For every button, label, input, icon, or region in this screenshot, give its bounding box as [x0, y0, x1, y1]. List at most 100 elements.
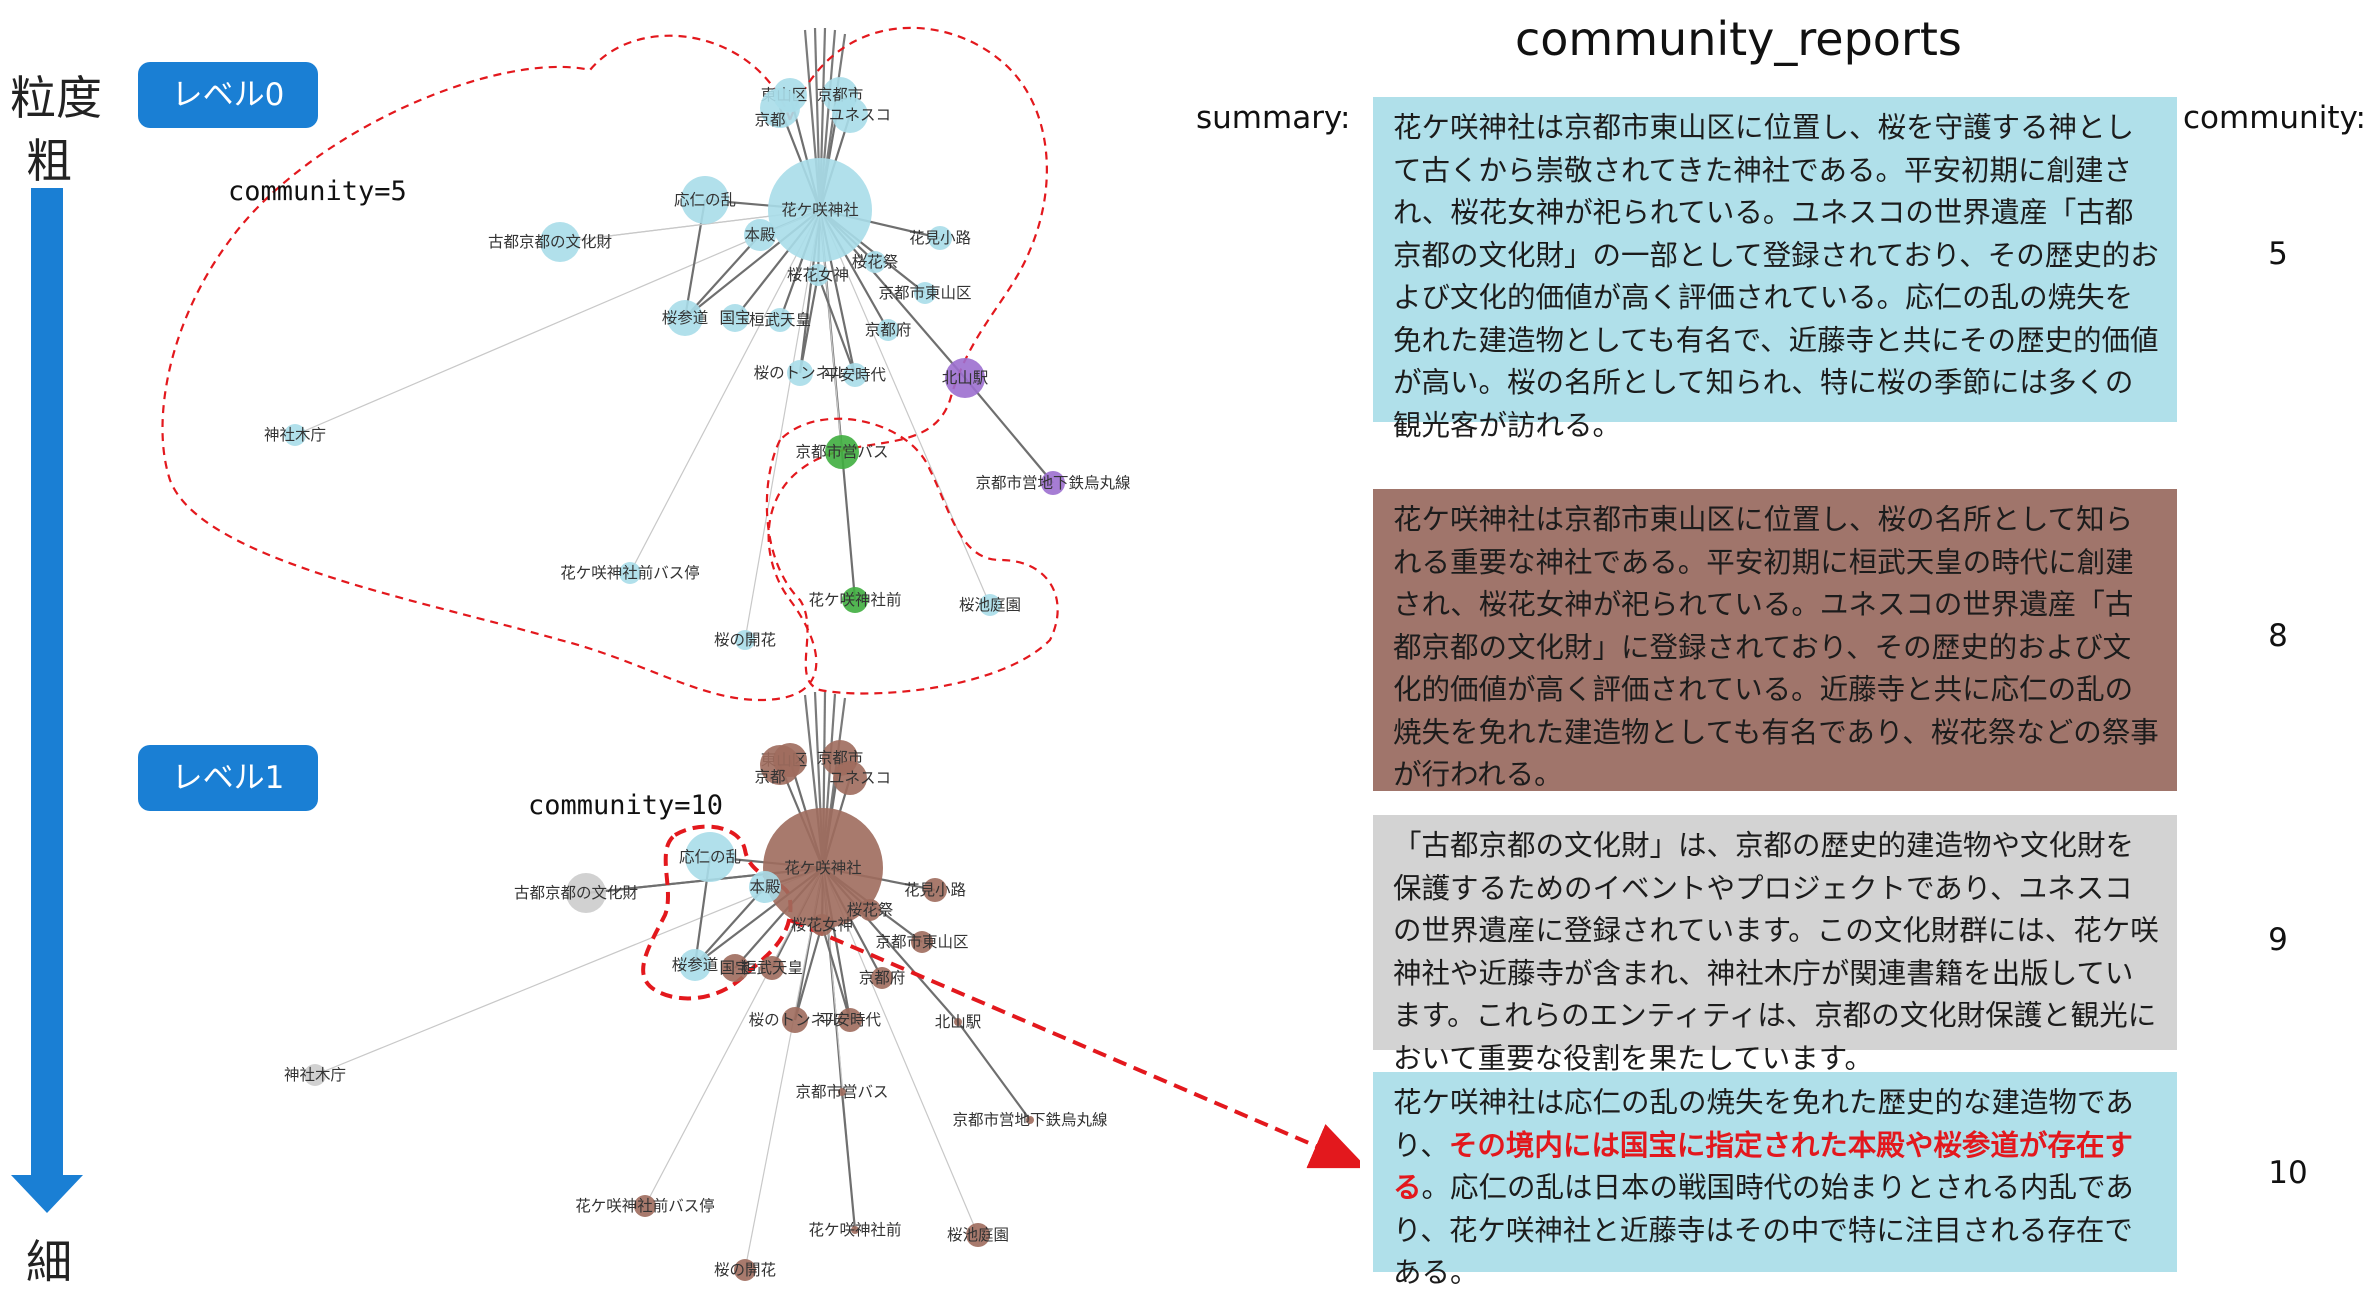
level0-node-label: 国宝 [719, 309, 750, 327]
level0-node [945, 358, 985, 398]
level0-edge [744, 209, 821, 641]
level1-edge [744, 867, 824, 1271]
level1-node-label: 桓武天皇 [741, 959, 803, 977]
level0-node-label: 平安時代 [824, 366, 887, 384]
level1-node-label: 古都京都の文化財 [514, 884, 638, 902]
reports-title: community_reports [1515, 12, 1962, 66]
level-1-badge: レベル1 [138, 745, 318, 811]
level0-node [787, 360, 813, 386]
community-number-9: 9 [2268, 922, 2288, 958]
level0-node [914, 282, 936, 304]
granularity-label: 粒度 [10, 71, 102, 125]
level0-node [760, 88, 800, 128]
level0-node-label: 京都市営バス [795, 443, 888, 461]
level1-node-label: 桜のトンネル [749, 1011, 842, 1029]
level0-edge [684, 234, 761, 319]
level1-edge [822, 867, 979, 1236]
report-box-9: 「古都京都の文化財」は、京都の歴史的建造物や文化財を保護するためのイベントやプロ… [1373, 815, 2177, 1075]
level0-node-label: 桜池庭園 [959, 596, 1021, 614]
level0-node [1041, 471, 1065, 495]
level0-edge [840, 451, 857, 601]
level1-node [966, 1223, 990, 1247]
level0-node-label: 北山駅 [942, 369, 989, 387]
level1-node-label: 花ケ咲神社前 [808, 1221, 901, 1239]
level1-node-label: 桜花祭 [847, 901, 894, 919]
level1-edge [793, 924, 824, 1021]
level1-node [763, 808, 883, 928]
report-summary-5: 花ケ咲神社は京都市東山区に位置し、桜を守護する神として古くから崇敬されてきた神社… [1393, 111, 2159, 442]
granularity-arrow-head [11, 1175, 83, 1213]
level1-node [760, 745, 800, 785]
level1-node [566, 873, 606, 913]
level1-edge [644, 867, 824, 1207]
level1-node [734, 1259, 756, 1281]
graph-diagram: 東山区京都市京都ユネスコ花ケ咲神社応仁の乱本殿古都京都の文化財花見小路桜花祭桜花… [161, 26, 1360, 1281]
level1-node-label: 北山駅 [935, 1013, 982, 1031]
level0-node [843, 363, 867, 387]
level0-node [877, 319, 899, 341]
community-5-tag: community=5 [228, 176, 407, 207]
level0-node-label: 花ケ咲神社 [781, 201, 859, 219]
level1-edge [314, 867, 824, 1076]
level1-edge [820, 924, 852, 1021]
level0-node-label: 神社木庁 [264, 426, 326, 444]
level0-node [735, 630, 755, 650]
level1-node [871, 967, 893, 989]
level1-node [838, 1008, 862, 1032]
level0-node [825, 435, 859, 469]
level1-node-label: 神社木庁 [284, 1066, 346, 1084]
level0-node [744, 219, 776, 251]
level1-node [911, 931, 933, 953]
level0-node-label: 京都市東山区 [878, 284, 971, 302]
level1-node-label: 花ケ咲神社前バス停 [575, 1197, 715, 1215]
level0-node-label: ユネスコ [829, 106, 891, 124]
level0-node [667, 300, 703, 336]
level1-node-label: ユネスコ [829, 769, 891, 787]
report-summary-9: 「古都京都の文化財」は、京都の歴史的建造物や文化財を保護するためのイベントやプロ… [1393, 829, 2159, 1075]
level1-node-label: 京都市営地下鉄烏丸線 [952, 1111, 1107, 1129]
level0-edge [819, 209, 991, 606]
reference-arrow [789, 918, 1360, 1169]
level0-node [928, 226, 952, 250]
level0-node [979, 594, 1001, 616]
level1-node [685, 832, 735, 882]
level0-node-label: 桜のトンネル [754, 364, 847, 382]
community-10-outline [641, 824, 793, 1001]
level0-node [540, 222, 580, 262]
level0-node-label: 桜花祭 [852, 253, 899, 271]
level0-node-label: 京都市営地下鉄烏丸線 [975, 474, 1130, 492]
level1-node-label: 桜参道 [672, 956, 719, 974]
report-box-8: 花ケ咲神社は京都市東山区に位置し、桜の名所として知られる重要な神社である。平安初… [1373, 489, 2177, 791]
level-0-badge: レベル0 [138, 62, 318, 128]
report-box-10: 花ケ咲神社は応仁の乱の焼失を免れた歴史的な建造物であり、その境内には国宝に指定さ… [1373, 1072, 2177, 1289]
level0-node-label: 桜の開花 [714, 631, 776, 649]
fine-label: 細 [26, 1235, 72, 1289]
level0-node-label: 桜花女神 [787, 265, 849, 284]
level0-node [721, 304, 749, 332]
level0-node [768, 308, 792, 332]
level0-node-label: 京都府 [865, 321, 912, 339]
community-header: community: [2183, 100, 2367, 136]
summary-header: summary: [1196, 100, 1351, 136]
level0-edge [629, 209, 821, 574]
level0-node-label: 応仁の乱 [674, 191, 736, 209]
level1-node [838, 1088, 846, 1096]
report-10-highlight: その境内には国宝に指定された本殿や桜参道が存在する [1393, 1128, 2133, 1205]
level1-node [760, 956, 784, 980]
level0-edge [816, 274, 857, 376]
report-10-text-a: 花ケ咲神社は応仁の乱の焼失を免れた歴史的な建造物であり、 [1393, 1086, 2134, 1162]
community-10-tag: community=10 [528, 790, 724, 821]
coarse-label: 粗 [26, 134, 72, 188]
community-bus-outline [765, 417, 1059, 695]
level0-edge [294, 209, 821, 436]
level0-node-label: 本殿 [744, 226, 775, 244]
level0-edge [964, 377, 1054, 484]
level0-node [832, 97, 868, 133]
granularity-arrow-shaft [31, 188, 63, 1178]
level1-node [634, 1195, 656, 1217]
level1-node [721, 954, 749, 982]
level1-node-label: 桜花女神 [791, 915, 853, 934]
community-number-8: 8 [2268, 618, 2288, 654]
report-summary-8: 花ケ咲神社は京都市東山区に位置し、桜の名所として知られる重要な神社である。平安初… [1393, 503, 2159, 791]
level0-node [619, 562, 641, 584]
